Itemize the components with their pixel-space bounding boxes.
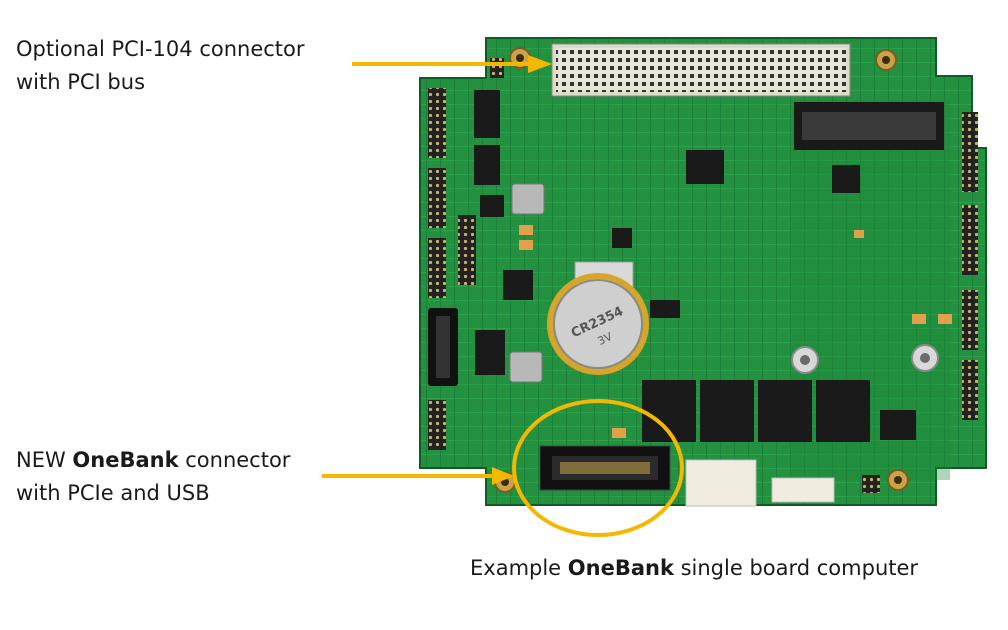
onebank-callout-line2: with PCIe and USB [16, 481, 210, 505]
white-connectors [685, 459, 835, 507]
pci104-callout-line2: with PCI bus [16, 70, 146, 94]
figure-caption: Example OneBank single board computer [470, 556, 918, 580]
onebank-callout-prefix: NEW [16, 448, 73, 472]
pci104-callout-line1: Optional PCI-104 connector [16, 37, 305, 61]
caption-bold: OneBank [567, 556, 674, 580]
arrow-pci104 [352, 55, 552, 73]
minipcie-slot [794, 102, 944, 150]
caption-suffix: single board computer [673, 556, 919, 580]
caption-prefix: Example [470, 556, 568, 580]
sata-connector [428, 308, 458, 386]
oscillators [509, 183, 545, 383]
onebank-callout-suffix: connector [178, 448, 291, 472]
onebank-callout-line1: NEW OneBank connector [16, 444, 290, 477]
onebank-callout: NEW OneBank connector with PCIe and USB [16, 444, 290, 510]
chips [474, 90, 916, 442]
onebank-callout-bold: OneBank [72, 448, 179, 472]
battery-voltage: 3V [596, 330, 615, 348]
coin-battery: CR2354 3V [547, 261, 649, 375]
pin-headers [428, 58, 978, 493]
onebank-connector [539, 445, 671, 491]
pci104-callout: Optional PCI-104 connector with PCI bus [16, 33, 305, 99]
onebank-highlight-ellipse [512, 399, 684, 537]
mounting-holes [494, 47, 939, 493]
capacitors [519, 225, 952, 438]
arrow-onebank [322, 467, 514, 485]
pci104-connector [551, 43, 851, 97]
